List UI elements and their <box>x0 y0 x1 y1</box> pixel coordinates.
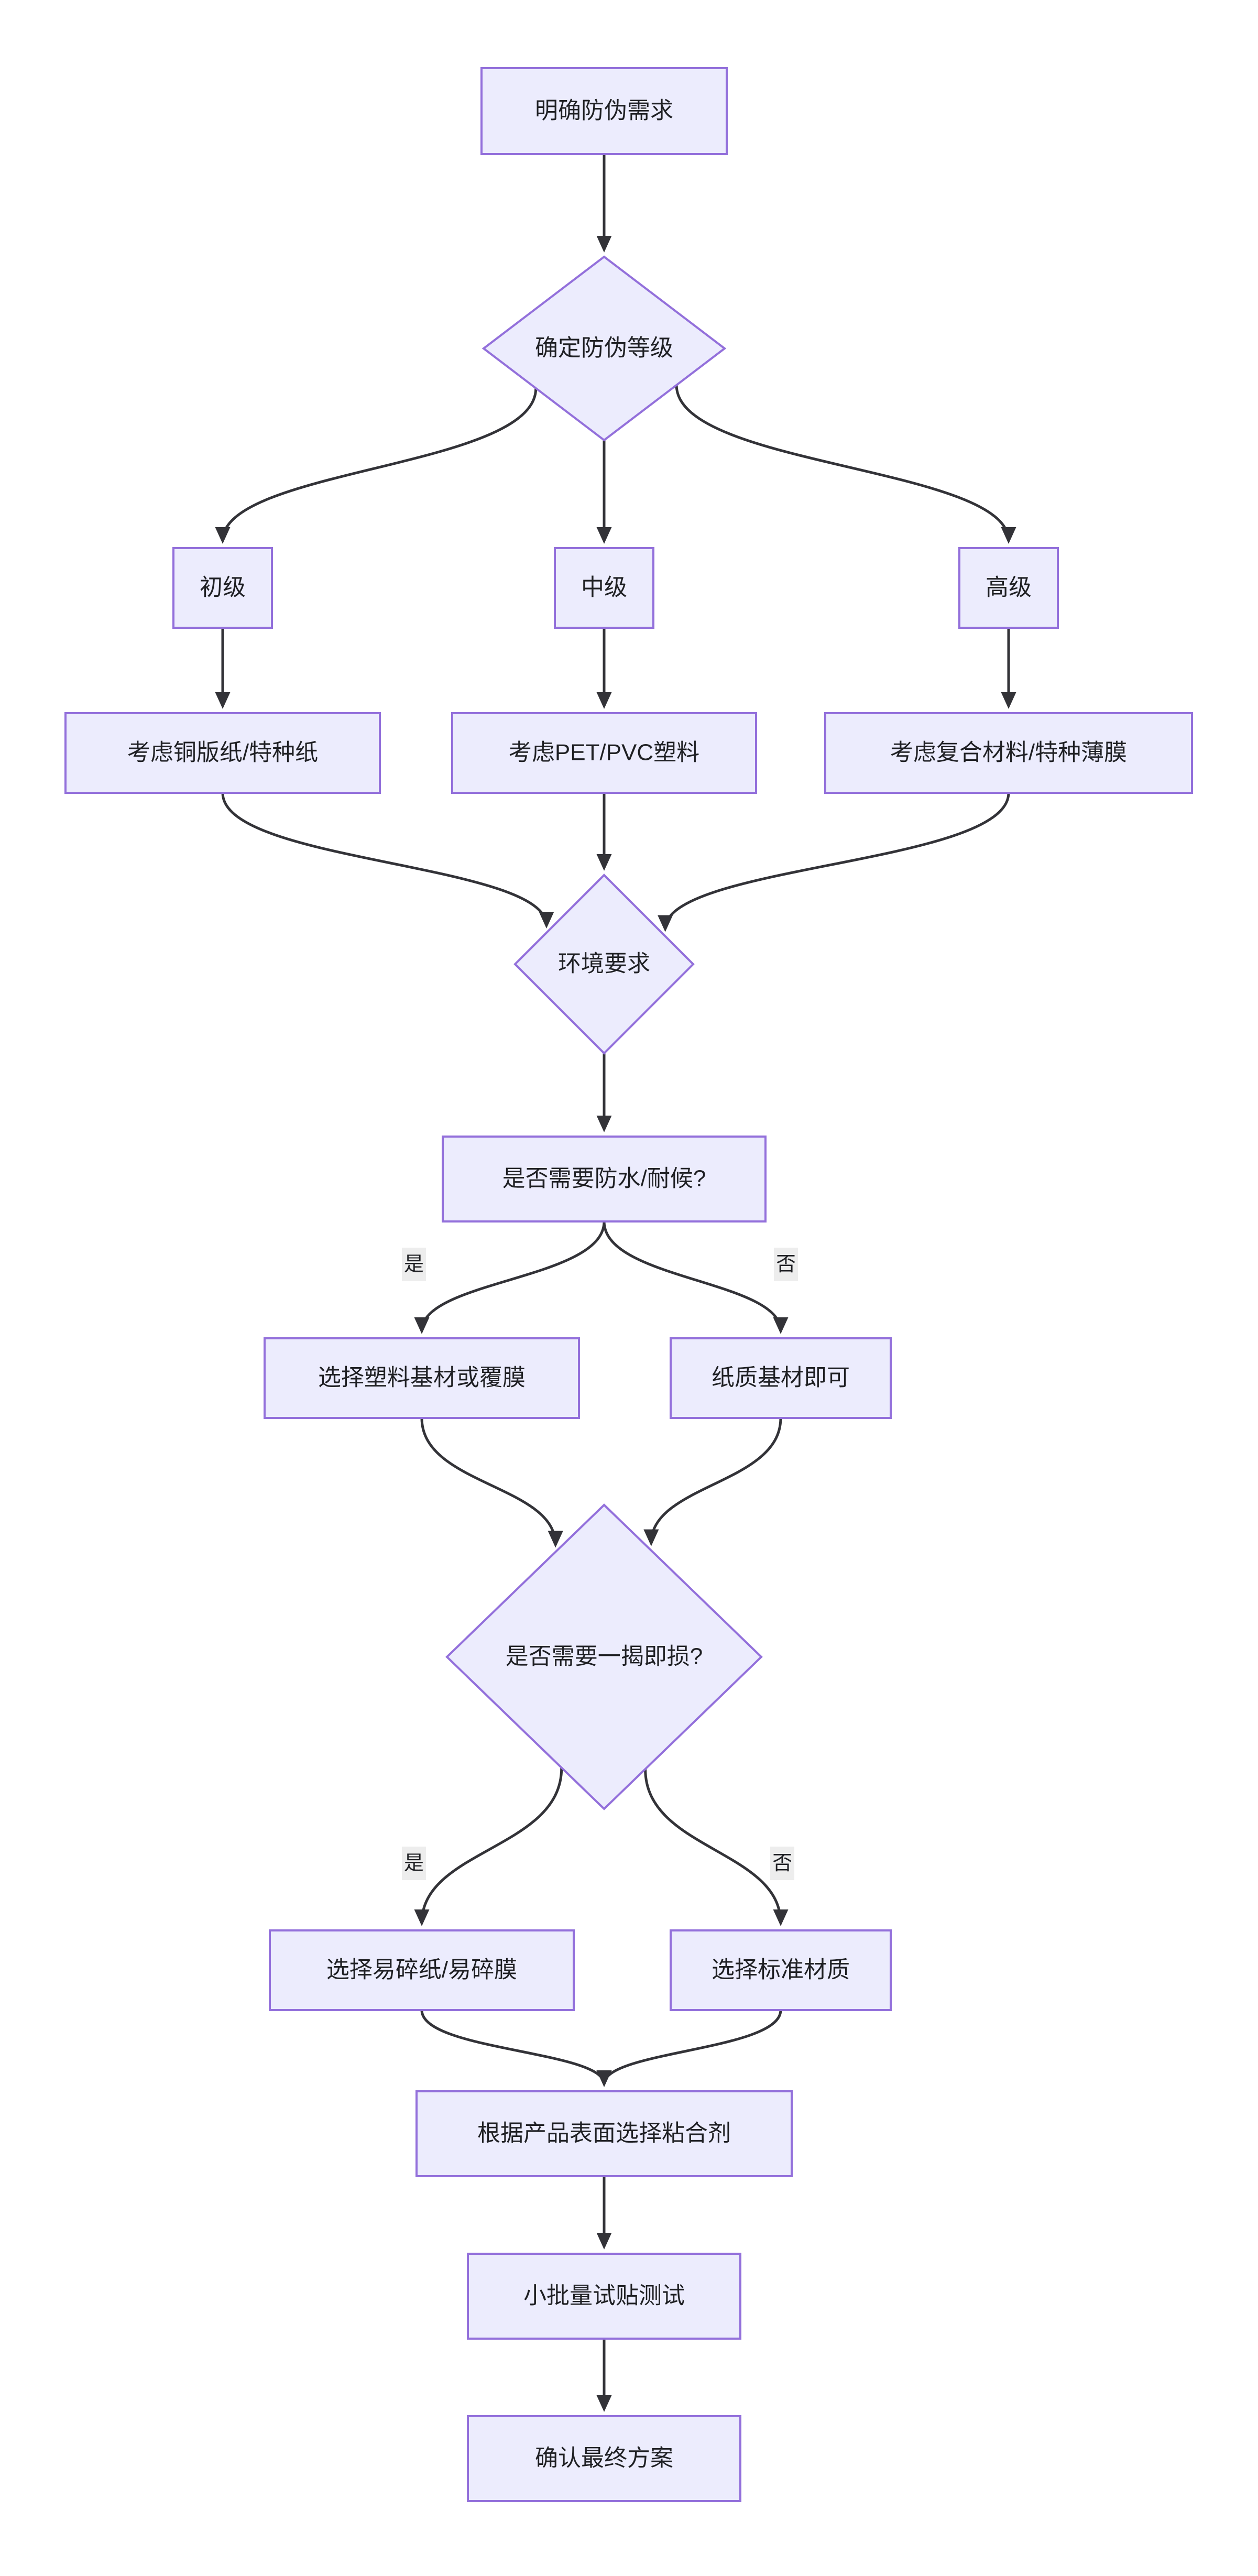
node-label: 环境要求 <box>558 951 650 977</box>
node-n18[interactable]: 确认最终方案 <box>467 2415 741 2502</box>
edge-label-3: 否 <box>770 1847 794 1880</box>
node-n9[interactable]: 环境要求 <box>513 874 695 1055</box>
node-label: 选择塑料基材或覆膜 <box>318 1365 526 1391</box>
node-rect <box>172 547 273 629</box>
node-rect <box>554 547 654 629</box>
node-label: 中级 <box>581 575 627 601</box>
node-n16[interactable]: 根据产品表面选择粘合剂 <box>415 2090 793 2177</box>
node-label: 考虑铜版纸/特种纸 <box>127 740 318 766</box>
node-rect <box>480 67 728 155</box>
node-n17[interactable]: 小批量试贴测试 <box>467 2253 741 2340</box>
edge-label-chip <box>402 1248 426 1281</box>
node-label: 考虑复合材料/特种薄膜 <box>890 740 1127 766</box>
node-n4[interactable]: 中级 <box>554 547 654 629</box>
node-label: 选择标准材质 <box>712 1957 850 1983</box>
node-label: 明确防伪需求 <box>535 98 673 124</box>
node-n2[interactable]: 确定防伪等级 <box>482 255 727 442</box>
node-n13[interactable]: 是否需要一揭即损? <box>445 1503 763 1810</box>
node-rect <box>958 547 1059 629</box>
node-rect <box>451 712 757 794</box>
node-label: 初级 <box>200 575 246 601</box>
node-diamond <box>445 1503 763 1810</box>
edge-n15-to-n16 <box>596 2010 782 2087</box>
node-rect <box>824 712 1193 794</box>
edge-label-text: 是 <box>404 1852 424 1874</box>
node-rect <box>442 1136 767 1222</box>
edge-label-chip <box>774 1248 798 1281</box>
edge-label-2: 是 <box>402 1847 426 1880</box>
node-rect <box>670 1929 892 2011</box>
node-label: 小批量试贴测试 <box>523 2283 685 2309</box>
edge-label-chip <box>402 1847 426 1880</box>
node-n1[interactable]: 明确防伪需求 <box>480 67 728 155</box>
node-label: 纸质基材即可 <box>712 1365 850 1391</box>
edge-label-layer: 是否是否 <box>402 1248 798 1880</box>
node-rect <box>467 2415 741 2502</box>
edge-n2-to-n5 <box>675 385 1016 544</box>
node-n6[interactable]: 考虑铜版纸/特种纸 <box>64 712 381 794</box>
node-n7[interactable]: 考虑PET/PVC塑料 <box>451 712 757 794</box>
node-rect <box>415 2090 793 2177</box>
node-n12[interactable]: 纸质基材即可 <box>670 1337 892 1419</box>
edge-n6-to-n9 <box>221 792 554 929</box>
edge-n10-to-n11 <box>414 1221 606 1334</box>
node-label: 根据产品表面选择粘合剂 <box>477 2121 731 2146</box>
node-label: 确认最终方案 <box>535 2446 673 2471</box>
edge-label-chip <box>770 1847 794 1880</box>
node-diamond <box>482 255 727 442</box>
node-n14[interactable]: 选择易碎纸/易碎膜 <box>269 1929 575 2011</box>
edge-n13-to-n15 <box>644 1769 789 1926</box>
node-label: 确定防伪等级 <box>535 335 673 361</box>
node-label: 高级 <box>986 575 1032 601</box>
edge-n2-to-n3 <box>215 388 538 544</box>
edge-n12-to-n13 <box>643 1417 782 1546</box>
edge-layer <box>215 154 1016 2412</box>
node-label: 选择易碎纸/易碎膜 <box>326 1957 517 1983</box>
node-n15[interactable]: 选择标准材质 <box>670 1929 892 2011</box>
edge-label-text: 是 <box>404 1253 424 1275</box>
node-n3[interactable]: 初级 <box>172 547 273 629</box>
edge-label-text: 否 <box>772 1852 792 1874</box>
node-label: 考虑PET/PVC塑料 <box>509 740 699 766</box>
node-label: 是否需要防水/耐候? <box>502 1166 706 1192</box>
node-diamond <box>513 874 695 1055</box>
edge-label-1: 否 <box>774 1248 798 1281</box>
node-n10[interactable]: 是否需要防水/耐候? <box>442 1136 767 1222</box>
node-n5[interactable]: 高级 <box>958 547 1059 629</box>
node-rect <box>264 1337 580 1419</box>
node-n8[interactable]: 考虑复合材料/特种薄膜 <box>824 712 1193 794</box>
edge-n13-to-n14 <box>414 1767 563 1926</box>
edge-label-text: 否 <box>776 1253 796 1275</box>
node-rect <box>670 1337 892 1419</box>
edge-label-0: 是 <box>402 1248 426 1281</box>
node-rect <box>467 2253 741 2340</box>
node-rect <box>269 1929 575 2011</box>
edge-n10-to-n12 <box>603 1221 789 1334</box>
node-label: 是否需要一揭即损? <box>506 1644 703 1669</box>
node-rect <box>64 712 381 794</box>
edge-n14-to-n16 <box>420 2010 612 2087</box>
node-n11[interactable]: 选择塑料基材或覆膜 <box>264 1337 580 1419</box>
edge-n8-to-n9 <box>658 792 1010 932</box>
edge-n11-to-n13 <box>420 1417 563 1548</box>
